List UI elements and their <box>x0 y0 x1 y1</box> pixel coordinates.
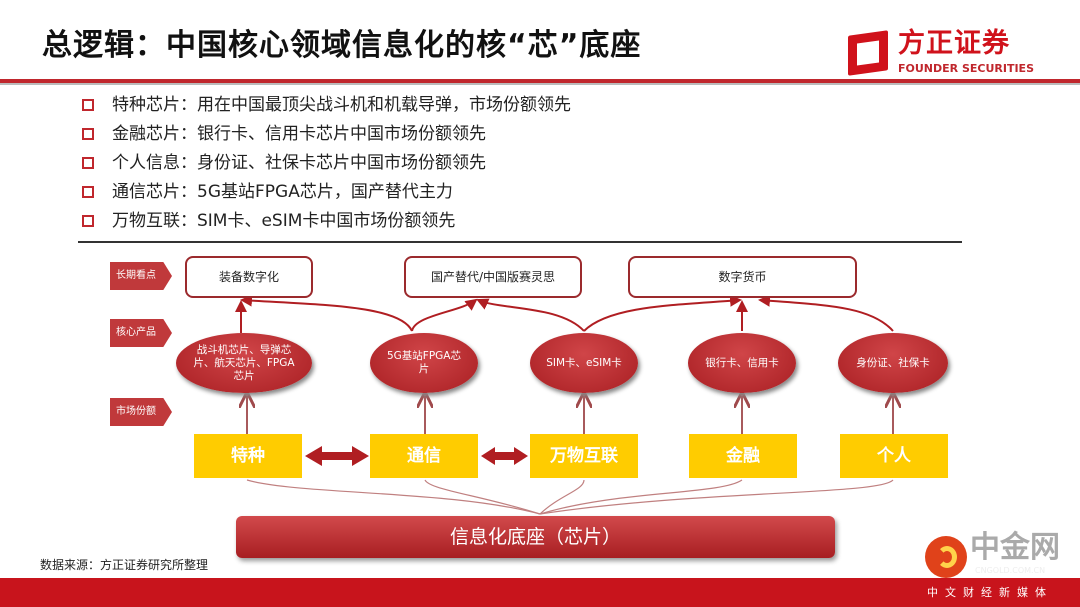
arrow <box>240 294 413 332</box>
base-bar: 信息化底座（芯片） <box>236 516 835 558</box>
connector <box>539 479 585 515</box>
arrow <box>411 298 478 332</box>
product-ellipse: 战斗机芯片、导弹芯片、航天芯片、FPGA芯片 <box>176 333 312 393</box>
outlook-box: 数字货币 <box>628 256 857 298</box>
watermark-text: 中金网 <box>970 530 1060 565</box>
bullet-square-icon <box>82 157 94 169</box>
sector-box: 特种 <box>194 434 302 478</box>
bullet-square-icon <box>82 215 94 227</box>
product-ellipse: 身份证、社保卡 <box>838 333 948 393</box>
bullet-text: 通信芯片：5G基站FPGA芯片，国产替代主力 <box>112 182 453 202</box>
connector <box>246 479 541 515</box>
sector-box: 金融 <box>689 434 797 478</box>
footer-bar <box>0 578 1080 607</box>
logo-text: 方正证券 <box>898 28 1010 59</box>
cngold-logo-swirl-icon <box>937 546 957 568</box>
row-label-outlook: 长期看点 <box>110 262 172 290</box>
header-divider-shadow <box>0 83 1080 85</box>
bullet-text: 金融芯片：银行卡、信用卡芯片中国市场份额领先 <box>112 124 486 144</box>
outlook-box: 装备数字化 <box>185 256 313 298</box>
sector-box: 通信 <box>370 434 478 478</box>
bullet-text: 特种芯片：用在中国最顶尖战斗机和机载导弹，市场份额领先 <box>112 95 571 115</box>
bullet-item: 金融芯片：银行卡、信用卡芯片中国市场份额领先 <box>82 123 486 145</box>
connector <box>424 479 541 515</box>
watermark-url: CNGOLD.COM.CN <box>975 566 1046 575</box>
arrow <box>583 294 742 332</box>
connector <box>539 479 894 515</box>
bullet-square-icon <box>82 128 94 140</box>
section-divider <box>78 241 962 243</box>
sector-box: 个人 <box>840 434 948 478</box>
bullet-item: 特种芯片：用在中国最顶尖战斗机和机载导弹，市场份额领先 <box>82 94 571 116</box>
product-ellipse: 银行卡、信用卡 <box>688 333 796 393</box>
product-ellipse: 5G基站FPGA芯片 <box>370 333 478 393</box>
logo-subtext: FOUNDER SECURITIES <box>898 62 1034 75</box>
bullet-square-icon <box>82 99 94 111</box>
row-label-products: 核心产品 <box>110 319 172 347</box>
double-arrow <box>305 446 369 466</box>
outlook-box: 国产替代/中国版赛灵思 <box>404 256 582 298</box>
watermark-subtitle: 中文财经新媒体 <box>927 586 1053 599</box>
row-label-share: 市场份额 <box>110 398 172 426</box>
bullet-item: 万物互联：SIM卡、eSIM卡中国市场份额领先 <box>82 210 455 232</box>
sector-box: 万物互联 <box>530 434 638 478</box>
product-ellipse: SIM卡、eSIM卡 <box>530 333 638 393</box>
arrow <box>476 298 585 332</box>
source-note: 数据来源：方正证券研究所整理 <box>40 558 209 572</box>
double-arrow <box>481 447 528 465</box>
page-title: 总逻辑：中国核心领域信息化的核“芯”底座 <box>42 28 642 63</box>
bullet-square-icon <box>82 186 94 198</box>
bullet-item: 个人信息：身份证、社保卡芯片中国市场份额领先 <box>82 152 486 174</box>
connector <box>539 479 743 515</box>
header-divider <box>0 79 1080 83</box>
bullet-item: 通信芯片：5G基站FPGA芯片，国产替代主力 <box>82 181 453 203</box>
bullet-text: 万物互联：SIM卡、eSIM卡中国市场份额领先 <box>112 211 456 231</box>
bullet-text: 个人信息：身份证、社保卡芯片中国市场份额领先 <box>112 153 486 173</box>
arrow <box>758 294 894 332</box>
